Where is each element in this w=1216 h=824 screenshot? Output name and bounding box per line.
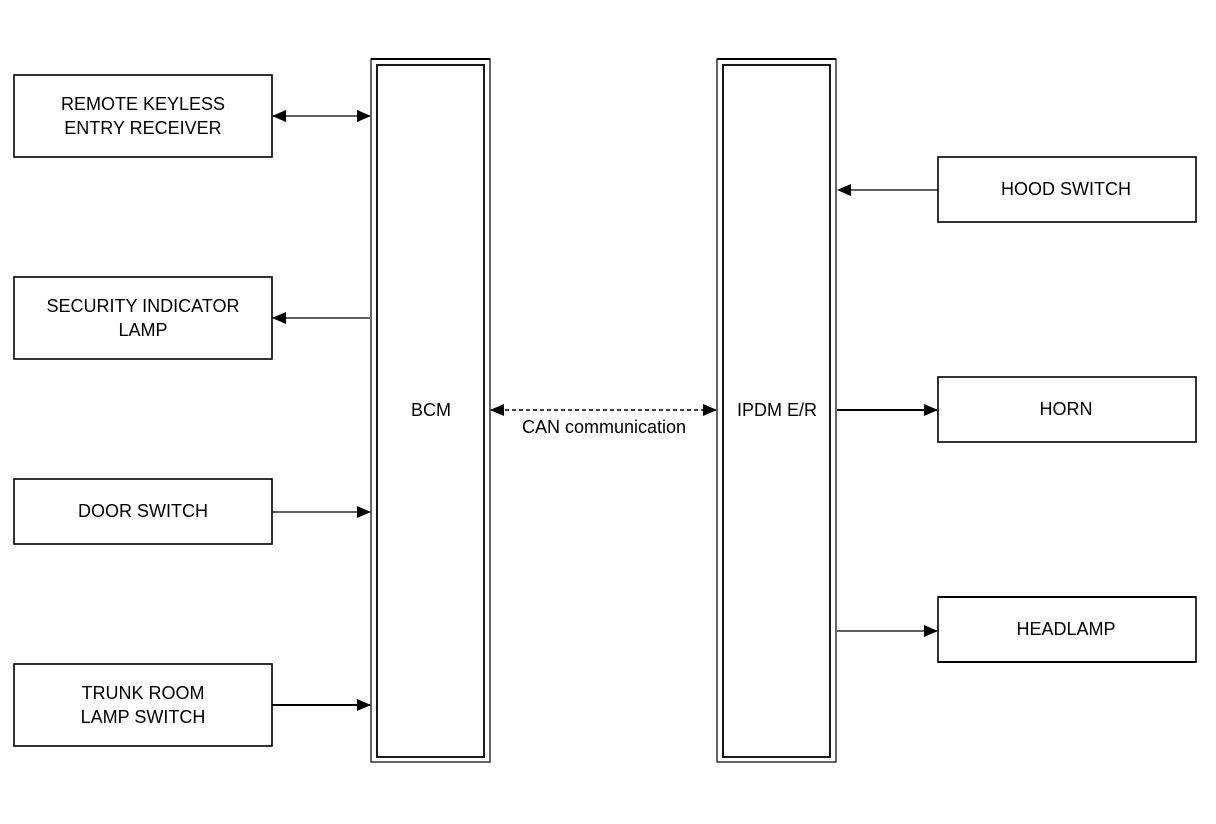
security-lamp-label-line1: SECURITY INDICATOR [46,296,239,316]
horn-label: HORN [1040,399,1093,419]
bcm-block: BCM [370,58,491,763]
remote-keyless-label-line2: ENTRY RECEIVER [64,118,221,138]
bcm-label: BCM [411,400,451,420]
hood-switch-block: HOOD SWITCH [937,156,1197,223]
door-switch-block: DOOR SWITCH [13,478,273,545]
horn-block: HORN [937,376,1197,443]
headlamp-label: HEADLAMP [1016,619,1115,639]
door-switch-label: DOOR SWITCH [78,501,208,521]
security-lamp-label-line2: LAMP [118,320,167,340]
trunk-switch-label-line2: LAMP SWITCH [81,707,206,727]
security-indicator-lamp-block: SECURITY INDICATOR LAMP [13,276,273,360]
trunk-switch-label-line1: TRUNK ROOM [82,683,205,703]
remote-keyless-label-line1: REMOTE KEYLESS [61,94,225,114]
ipdm-er-block: IPDM E/R [716,58,837,763]
hood-switch-label: HOOD SWITCH [1001,179,1131,199]
remote-keyless-entry-receiver-block: REMOTE KEYLESS ENTRY RECEIVER [13,74,273,158]
can-communication-label: CAN communication [522,417,686,437]
trunk-room-lamp-switch-block: TRUNK ROOM LAMP SWITCH [13,663,273,747]
ipdm-label: IPDM E/R [737,400,817,420]
headlamp-block: HEADLAMP [937,596,1197,663]
